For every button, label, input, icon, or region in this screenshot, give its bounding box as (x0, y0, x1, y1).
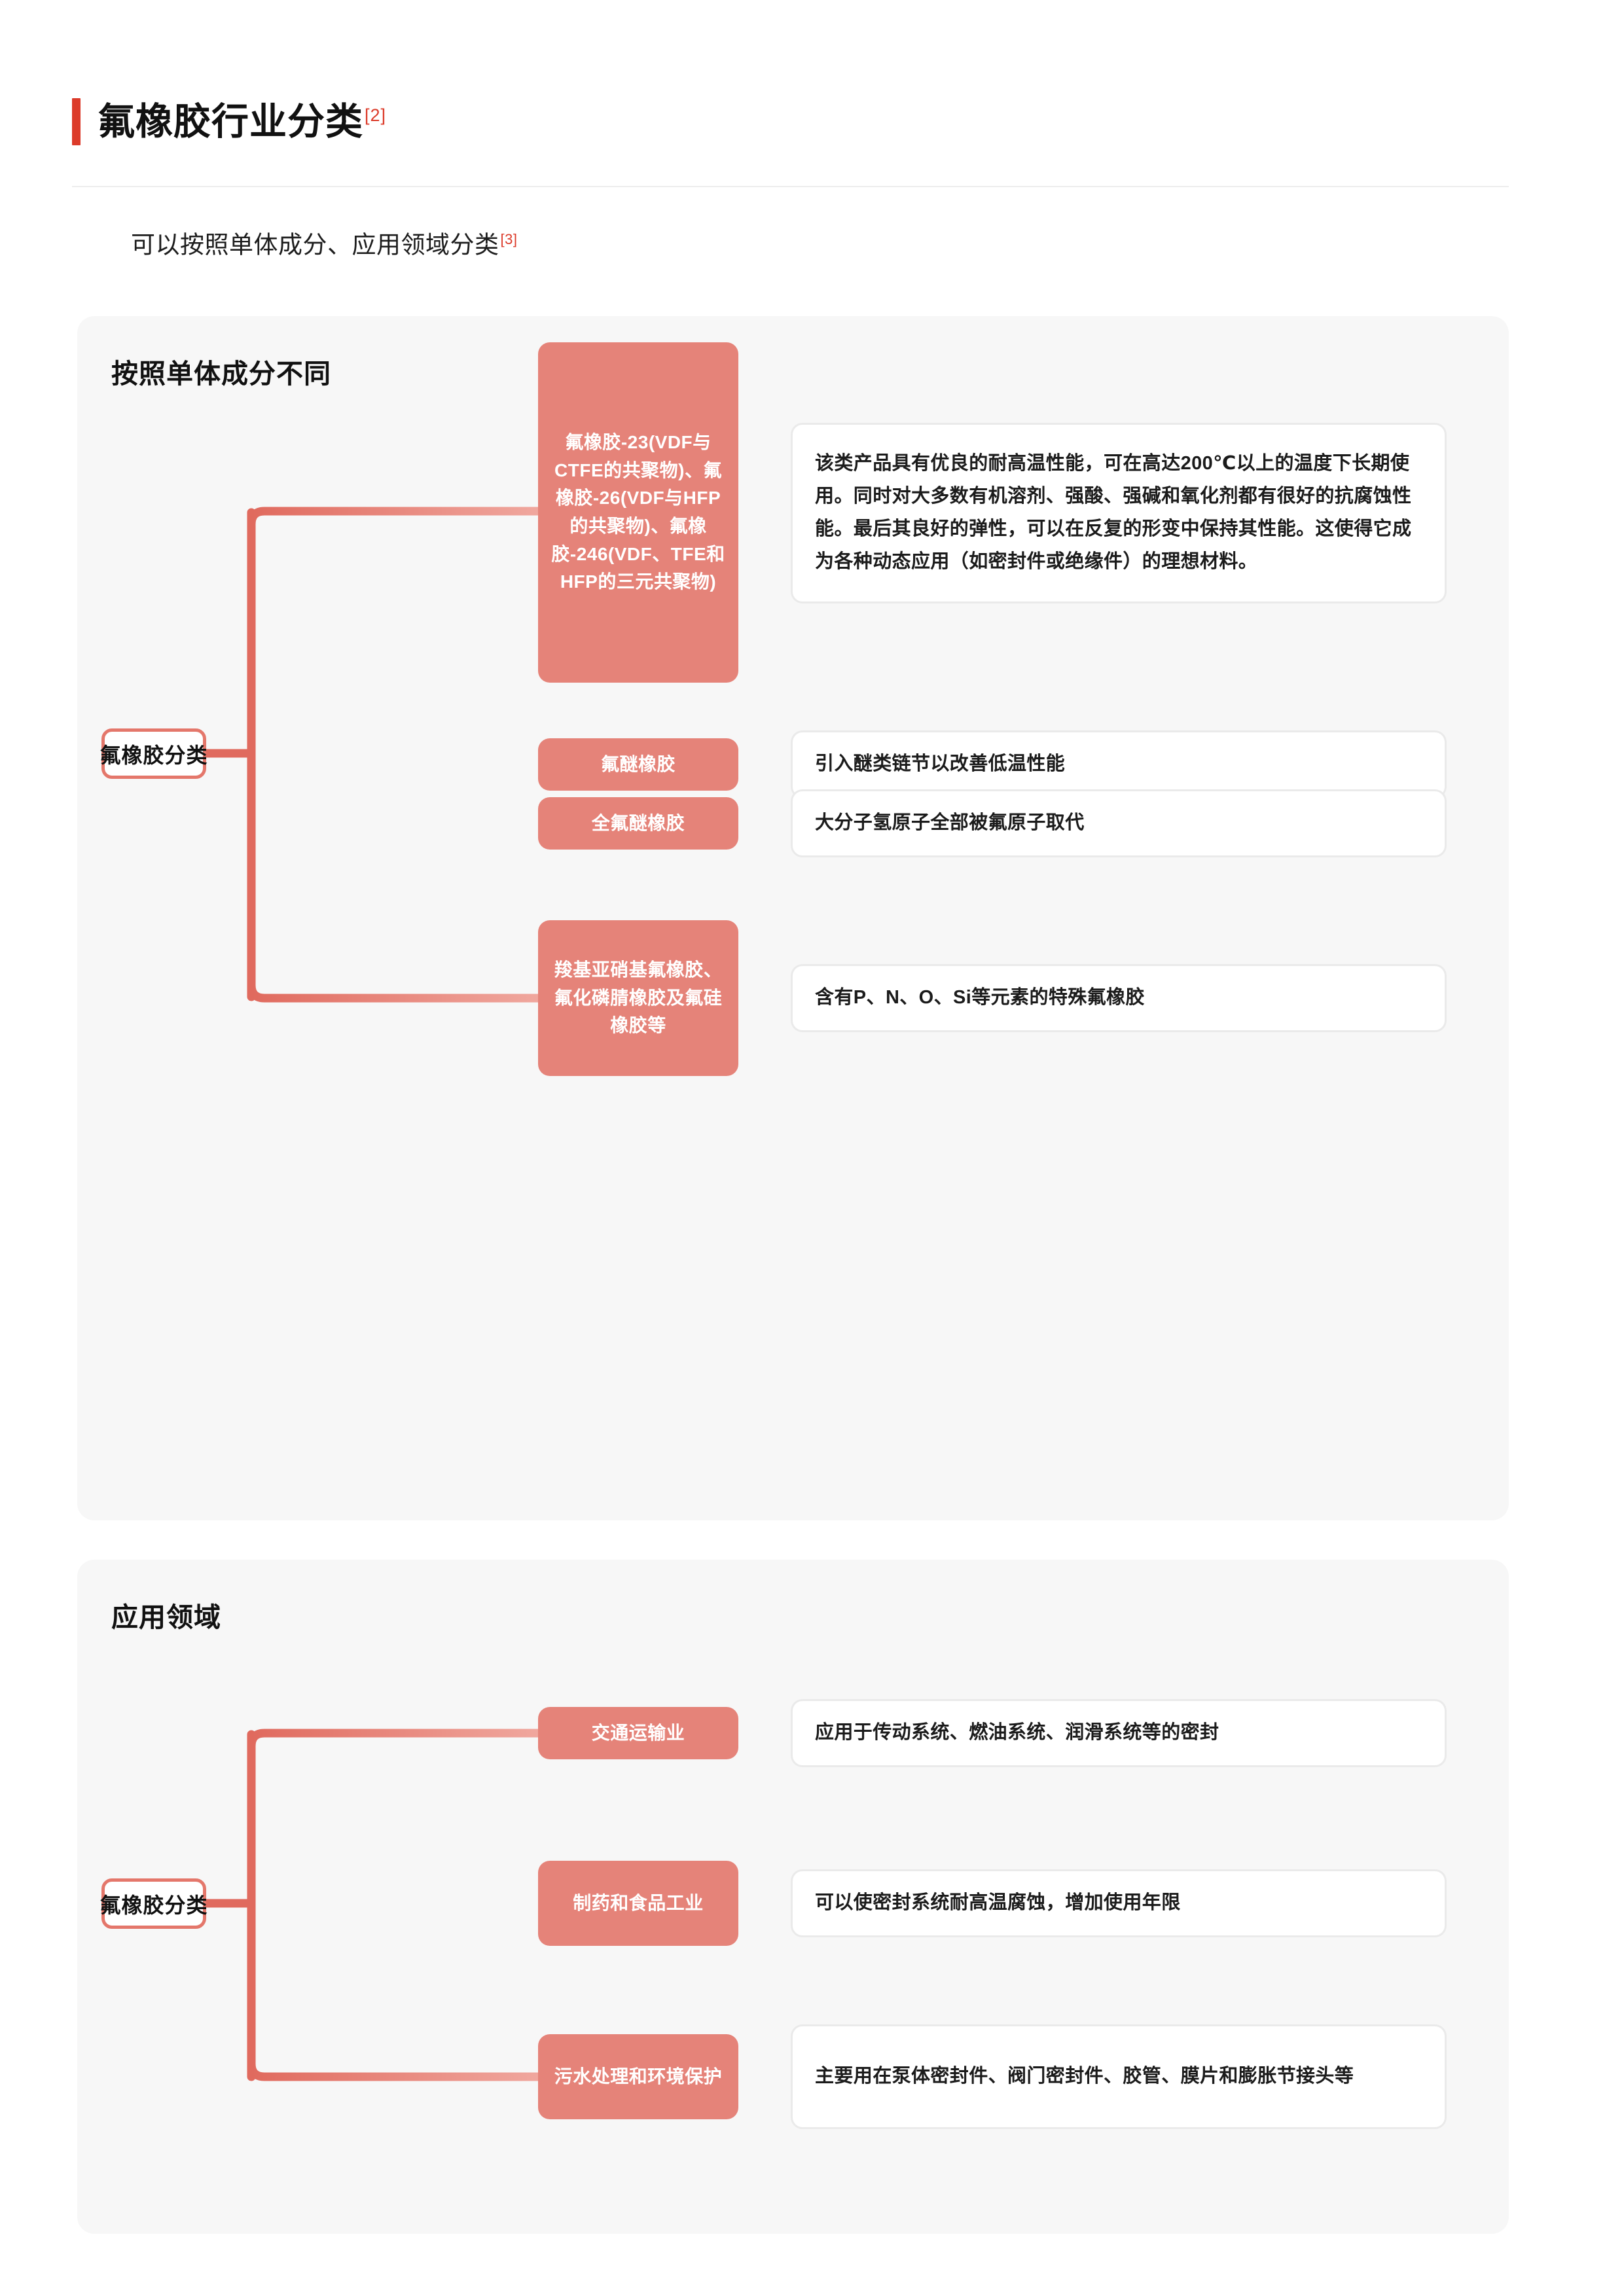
card-application-fields: 应用领域 (77, 1560, 1509, 2234)
description-pharma-food: 可以使密封系统耐高温腐蚀，增加使用年限 (791, 1869, 1447, 1937)
description-fluoroether-rubber: 引入醚类链节以改善低温性能 (791, 730, 1447, 798)
page-title-reference[interactable]: [2] (365, 105, 387, 125)
branch-node-fkm-copolymers-label: 氟橡胶-23(VDF与CTFE的共聚物)、氟橡胶-26(VDF与HFP的共聚物)… (551, 432, 725, 592)
title-accent-bar (72, 98, 81, 145)
header-divider (72, 186, 1509, 187)
root-node-applications-label: 氟橡胶分类 (99, 1893, 208, 1917)
branch-node-transportation[interactable]: 交通运输业 (538, 1707, 738, 1759)
description-special-rubbers: 含有P、N、O、Si等元素的特殊氟橡胶 (791, 964, 1447, 1032)
description-fkm-copolymers: 该类产品具有优良的耐高温性能，可在高达200℃以上的温度下长期使用。同时对大多数… (791, 423, 1447, 603)
root-node-applications[interactable]: 氟橡胶分类 (99, 1878, 208, 1929)
mindmap-monomer: 氟橡胶分类 氟橡胶-23(VDF与CTFE的共聚物)、氟橡胶-26(VDF与HF… (77, 316, 1509, 1520)
page-title: 氟橡胶行业分类[2] (98, 103, 386, 141)
page-header-row: 氟橡胶行业分类[2] (72, 98, 1509, 186)
subtitle-text: 可以按照单体成分、应用领域分类 (131, 231, 499, 259)
description-wastewater-environment-text: 主要用在泵体密封件、阀门密封件、胶管、膜片和膨胀节接头等 (815, 2066, 1354, 2087)
branch-node-perfluoroether-rubber[interactable]: 全氟醚橡胶 (538, 797, 738, 850)
page-title-text: 氟橡胶行业分类 (98, 100, 363, 143)
root-node-monomer[interactable]: 氟橡胶分类 (99, 728, 208, 779)
branch-node-pharma-food[interactable]: 制药和食品工业 (538, 1861, 738, 1946)
description-transportation-text: 应用于传动系统、燃油系统、润滑系统等的密封 (815, 1722, 1219, 1744)
description-perfluoroether-rubber: 大分子氢原子全部被氟原子取代 (791, 789, 1447, 857)
root-node-monomer-label: 氟橡胶分类 (99, 743, 208, 767)
branch-node-wastewater-environment[interactable]: 污水处理和环境保护 (538, 2034, 738, 2119)
description-perfluoroether-rubber-text: 大分子氢原子全部被氟原子取代 (815, 812, 1085, 834)
description-fluoroether-rubber-text: 引入醚类链节以改善低温性能 (815, 753, 1066, 775)
branch-node-fluoroether-rubber-label: 氟醚橡胶 (600, 753, 676, 774)
branch-node-special-rubbers-label: 羧基亚硝基氟橡胶、氟化磷腈橡胶及氟硅橡胶等 (554, 960, 723, 1036)
description-special-rubbers-text: 含有P、N、O、Si等元素的特殊氟橡胶 (815, 987, 1145, 1009)
page-header: 氟橡胶行业分类[2] (72, 98, 1509, 187)
branch-node-fkm-copolymers[interactable]: 氟橡胶-23(VDF与CTFE的共聚物)、氟橡胶-26(VDF与HFP的共聚物)… (538, 342, 738, 683)
mindmap-applications: 氟橡胶分类 交通运输业 制药和食品工业 污水处理和环境保护 应用于传动系统、燃油… (77, 1560, 1509, 2234)
branch-node-wastewater-environment-label: 污水处理和环境保护 (554, 2066, 723, 2087)
branch-node-pharma-food-label: 制药和食品工业 (573, 1892, 704, 1913)
card-monomer-classification: 按照单体成分不同 (77, 316, 1509, 1520)
description-wastewater-environment: 主要用在泵体密封件、阀门密封件、胶管、膜片和膨胀节接头等 (791, 2024, 1447, 2129)
card-monomer-heading: 按照单体成分不同 (111, 359, 331, 389)
branch-node-fluoroether-rubber[interactable]: 氟醚橡胶 (538, 738, 738, 791)
description-transportation: 应用于传动系统、燃油系统、润滑系统等的密封 (791, 1699, 1447, 1767)
branch-node-special-rubbers[interactable]: 羧基亚硝基氟橡胶、氟化磷腈橡胶及氟硅橡胶等 (538, 920, 738, 1076)
description-fkm-copolymers-text: 该类产品具有优良的耐高温性能，可在高达200℃以上的温度下长期使用。同时对大多数… (815, 453, 1412, 572)
branch-node-transportation-label: 交通运输业 (591, 1722, 685, 1743)
card-application-heading: 应用领域 (111, 1602, 221, 1632)
branch-node-perfluoroether-rubber-label: 全氟醚橡胶 (591, 812, 685, 833)
subtitle: 可以按照单体成分、应用领域分类[3] (131, 232, 517, 257)
description-pharma-food-text: 可以使密封系统耐高温腐蚀，增加使用年限 (815, 1892, 1181, 1914)
subtitle-reference[interactable]: [3] (500, 231, 518, 247)
